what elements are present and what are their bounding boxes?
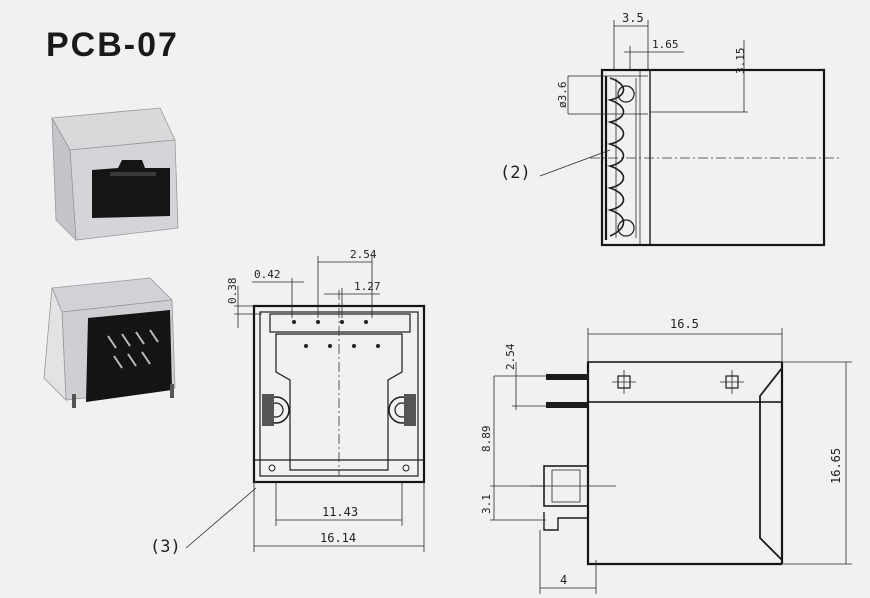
dim-phi-3-6: ø3.6 xyxy=(556,82,569,109)
part-number-title: PCB-07 xyxy=(46,26,179,64)
side-view-2: 3.5 1.65 3.15 ø3.6 (2) xyxy=(500,11,840,247)
dim-2-54-side: 2.54 xyxy=(504,343,517,370)
callout-2: (2) xyxy=(500,163,531,183)
jack-photo-front xyxy=(51,107,179,242)
callout-3: (3) xyxy=(150,537,181,557)
dim-2-54-top: 2.54 xyxy=(350,248,377,261)
dim-3-1: 3.1 xyxy=(480,494,493,514)
dim-16-65: 16.65 xyxy=(829,448,843,484)
dim-0-42: 0.42 xyxy=(254,268,281,281)
dim-3-15: 3.15 xyxy=(734,48,747,75)
dim-16-14: 16.14 xyxy=(320,531,356,545)
dim-16-5: 16.5 xyxy=(670,317,699,331)
dim-1-65: 1.65 xyxy=(652,38,679,51)
front-view-3: 2.54 0.42 1.27 0.38 11.43 16.14 xyxy=(150,248,426,557)
dim-8-89: 8.89 xyxy=(480,426,493,453)
side-view-profile: 16.5 2.54 8.89 3.1 16.65 4 xyxy=(480,317,852,594)
dim-1-27: 1.27 xyxy=(354,280,381,293)
jack-photo-rear xyxy=(43,277,176,408)
dim-11-43: 11.43 xyxy=(322,505,358,519)
dim-4: 4 xyxy=(560,573,567,587)
dim-0-38: 0.38 xyxy=(226,278,239,305)
dim-3-5: 3.5 xyxy=(622,11,644,25)
